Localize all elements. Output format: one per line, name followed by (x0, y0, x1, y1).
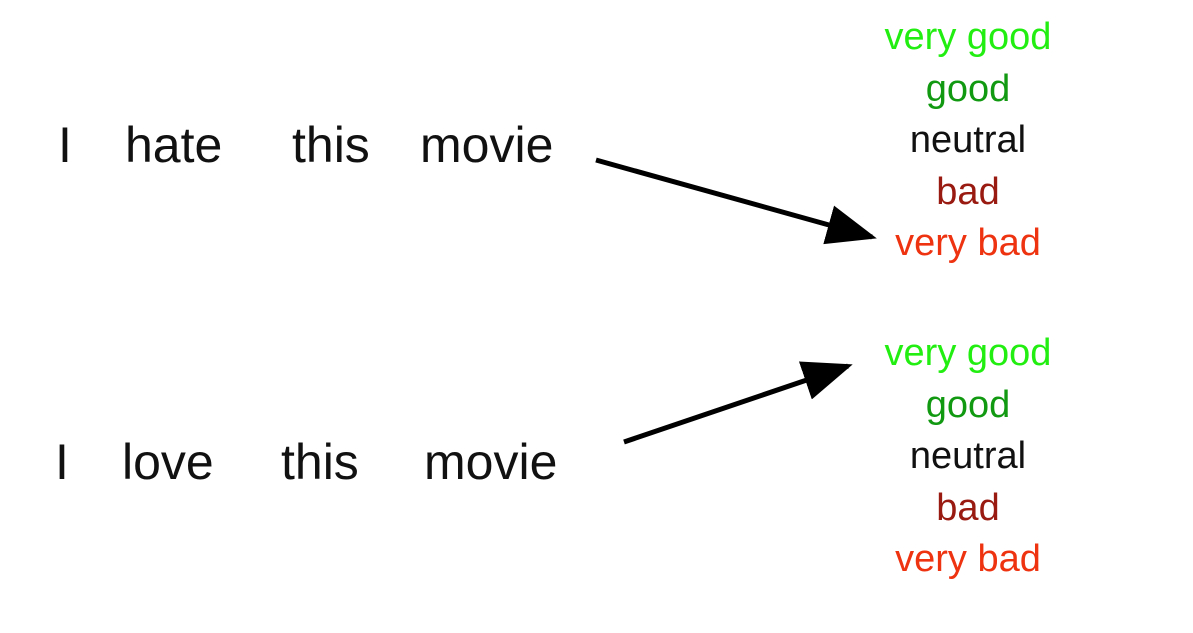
label-good: good (925, 67, 1011, 110)
word: I (58, 117, 72, 173)
word: love (122, 434, 214, 490)
label-very-good: very good (884, 332, 1052, 374)
sentiment-label-list: very good good neutral bad very bad (828, 12, 1108, 270)
word: this (281, 434, 359, 490)
word: this (292, 117, 370, 173)
word: hate (125, 117, 223, 173)
word: movie (424, 434, 558, 490)
label-neutral: neutral (909, 435, 1027, 477)
label-bad: bad (936, 170, 1000, 213)
sentence-hate: I hate this movie (0, 115, 620, 175)
word: I (55, 434, 69, 490)
label-very-bad: very bad (895, 538, 1041, 580)
label-good: good (925, 383, 1011, 426)
label-very-good: very good (884, 16, 1052, 58)
label-bad: bad (936, 486, 1000, 529)
arrow-love-to-very-good (623, 361, 853, 445)
sentence-love: I love this movie (0, 432, 620, 492)
sentiment-label-list: very good good neutral bad very bad (828, 328, 1108, 586)
label-very-bad: very bad (895, 222, 1041, 264)
word: movie (420, 117, 554, 173)
label-neutral: neutral (909, 119, 1027, 161)
